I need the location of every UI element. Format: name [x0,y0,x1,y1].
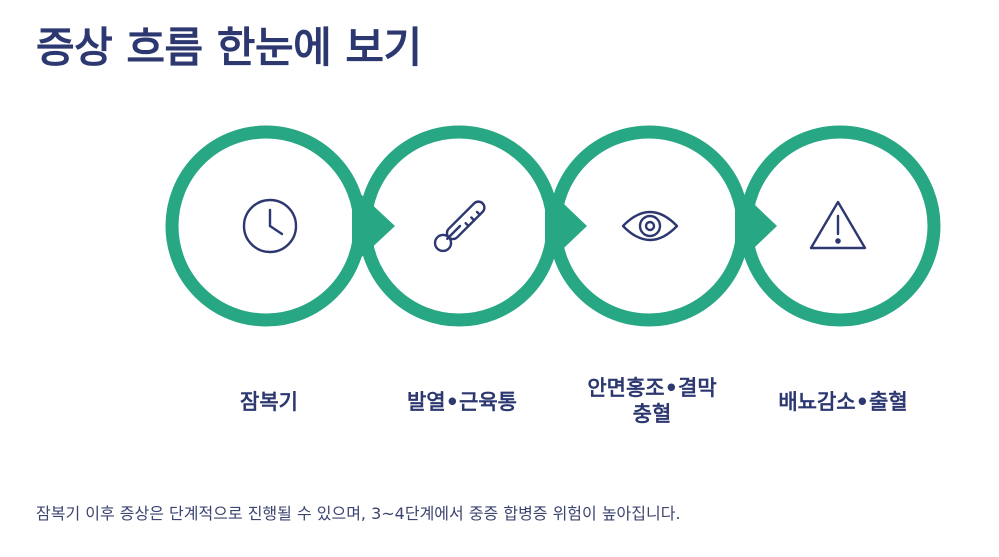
footnote: 잠복기 이후 증상은 단계적으로 진행될 수 있으며, 3~4단계에서 중증 합… [36,504,681,523]
thermometer-icon [433,200,486,253]
step-label-4: 배뇨감소•출혈 [743,389,943,415]
step-label-1-line1: 잠복기 [240,390,298,414]
warning-icon [809,200,867,250]
step-label-3-line1: 안면홍조•결막 [587,376,717,400]
step-label-4-line1: 배뇨감소•출혈 [778,390,908,414]
step-label-2: 발열•근육통 [362,389,562,415]
page-title: 증상 흐름 한눈에 보기 [36,23,422,72]
step-label-1: 잠복기 [169,389,369,415]
step-label-2-line1: 발열•근육통 [406,390,518,414]
step-label-3: 안면홍조•결막 충혈 [552,375,752,427]
arrow-connector-2 [545,186,587,266]
arrow-connector-3 [735,186,777,266]
step-circle-1 [165,125,367,327]
clock-icon [242,198,298,254]
step-label-3-line2: 충혈 [632,402,672,426]
eye-icon [621,210,679,242]
arrow-connector-1 [352,186,395,266]
